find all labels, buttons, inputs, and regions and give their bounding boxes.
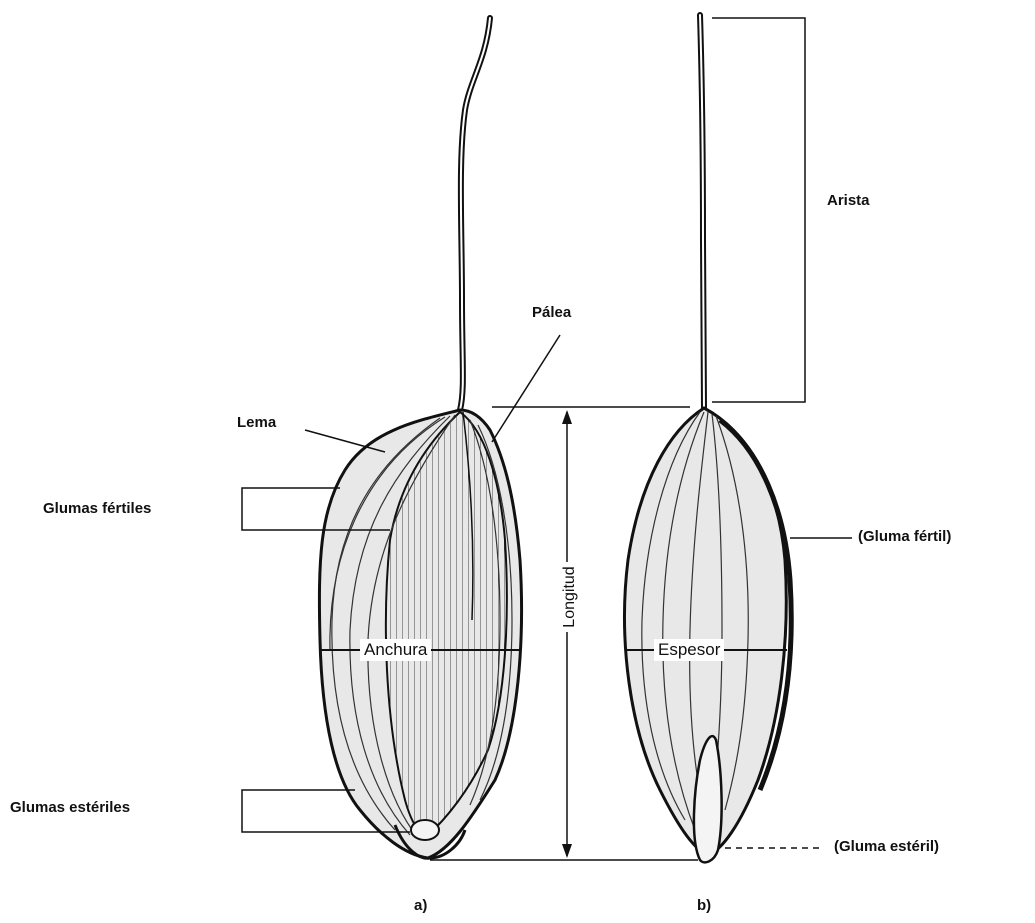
label-espesor: Espesor xyxy=(654,639,724,661)
label-anchura: Anchura xyxy=(360,639,431,661)
label-palea: Pálea xyxy=(532,304,571,321)
label-arista: Arista xyxy=(827,192,870,209)
label-view-a: a) xyxy=(414,897,427,914)
grain-a-front-view xyxy=(319,18,521,858)
arista-bracket xyxy=(712,18,805,402)
label-glumas-esteriles: Glumas estériles xyxy=(10,799,130,816)
label-view-b: b) xyxy=(697,897,711,914)
label-gluma-esteril: (Gluma estéril) xyxy=(834,838,939,855)
grain-b-side-view xyxy=(625,15,792,862)
label-longitud: Longitud xyxy=(559,562,581,632)
label-gluma-fertil: (Gluma fértil) xyxy=(858,528,951,545)
label-lema: Lema xyxy=(237,414,276,431)
palea-leader xyxy=(492,335,560,442)
label-glumas-fertiles: Glumas fértiles xyxy=(43,500,151,517)
